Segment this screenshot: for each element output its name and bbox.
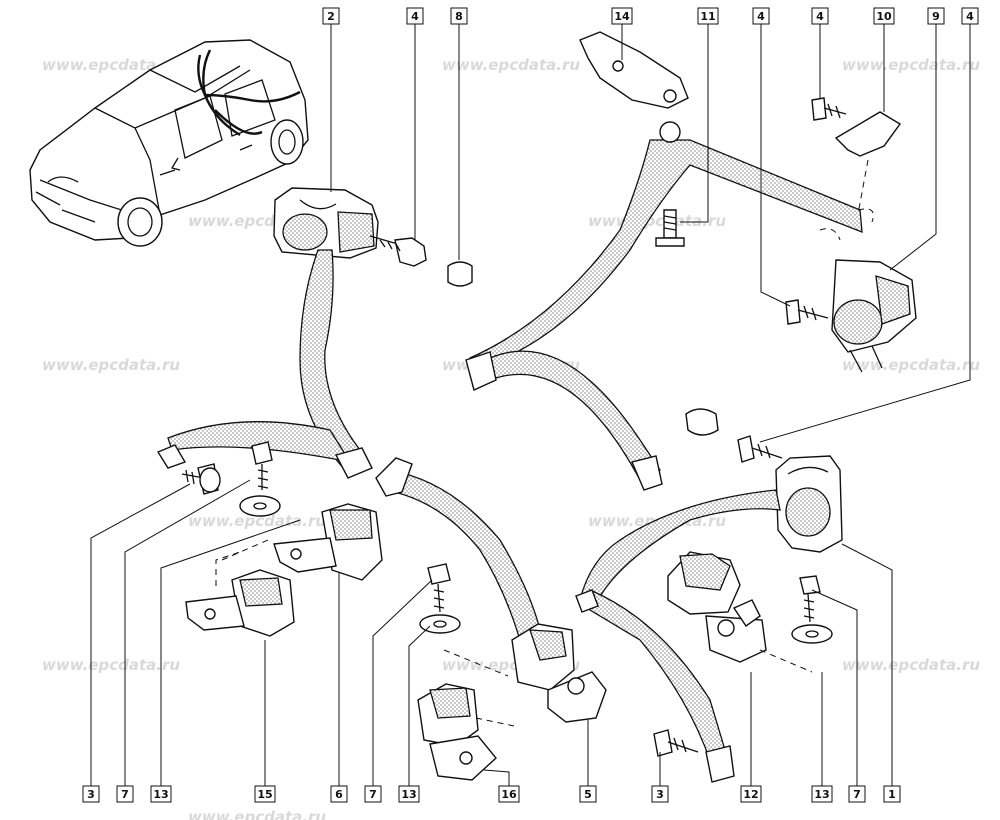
callout-8: 8 xyxy=(450,7,468,25)
buckle-15 xyxy=(185,569,295,637)
svg-text:3: 3 xyxy=(656,788,664,801)
svg-text:4: 4 xyxy=(411,10,419,23)
watermark: www.epcdata.ru xyxy=(42,356,180,374)
callout-3: 3 xyxy=(651,785,669,803)
belt-tongue-rear xyxy=(465,351,497,391)
watermark: www.epcdata.ru xyxy=(842,656,980,674)
callout-12: 12 xyxy=(740,785,762,803)
callouts-top: 2 4 8 14 11 4 4 10 9 4 xyxy=(322,7,979,25)
buckle-6 xyxy=(273,503,383,581)
svg-text:3: 3 xyxy=(87,788,95,801)
svg-text:7: 7 xyxy=(369,788,377,801)
svg-text:13: 13 xyxy=(401,788,416,801)
belt-lap-rear-center xyxy=(481,350,661,481)
svg-text:13: 13 xyxy=(153,788,168,801)
svg-text:6: 6 xyxy=(335,788,343,801)
callout-4: 4 xyxy=(961,7,979,25)
bolt-bottom-right xyxy=(653,729,699,757)
belt-webbing-rear-long xyxy=(469,139,863,376)
svg-text:14: 14 xyxy=(614,10,630,23)
retractor-rear-left xyxy=(775,455,843,553)
svg-text:7: 7 xyxy=(853,788,861,801)
callout-1: 1 xyxy=(883,785,901,803)
cap-plug xyxy=(447,261,473,287)
svg-text:12: 12 xyxy=(743,788,758,801)
svg-text:7: 7 xyxy=(121,788,129,801)
callout-4: 4 xyxy=(406,7,424,25)
bolt-with-washer-right xyxy=(791,575,833,644)
anchor-plate-rear-left xyxy=(705,745,735,783)
svg-text:15: 15 xyxy=(257,788,272,801)
svg-text:1: 1 xyxy=(888,788,896,801)
callout-13: 13 xyxy=(398,785,420,803)
svg-text:9: 9 xyxy=(932,10,940,23)
callout-5: 5 xyxy=(579,785,597,803)
bolt-front-left xyxy=(369,235,427,267)
svg-text:2: 2 xyxy=(327,10,335,23)
svg-text:4: 4 xyxy=(757,10,765,23)
buckle-center xyxy=(511,623,607,723)
retractor-front-left xyxy=(273,187,379,259)
watermark: www.epcdata.ru xyxy=(442,56,580,74)
bolt-3-left xyxy=(181,463,221,495)
svg-text:8: 8 xyxy=(455,10,463,23)
watermark: www.epcdata.ru xyxy=(188,512,326,530)
callout-7: 7 xyxy=(364,785,382,803)
callout-13: 13 xyxy=(811,785,833,803)
svg-text:5: 5 xyxy=(584,788,592,801)
watermark: www.epcdata.ru xyxy=(842,356,980,374)
car-illustration xyxy=(29,39,309,247)
watermark: www.epcdata.ru xyxy=(588,212,726,230)
retractor-rear-right xyxy=(831,259,917,373)
belt-tongue-front-left xyxy=(334,447,373,479)
bolt-with-washer-left xyxy=(239,441,281,517)
callout-9: 9 xyxy=(927,7,945,25)
bolt-11 xyxy=(655,209,685,247)
callout-15: 15 xyxy=(254,785,276,803)
upper-anchor-bracket xyxy=(579,31,689,109)
callout-4: 4 xyxy=(811,7,829,25)
callout-4: 4 xyxy=(752,7,770,25)
callout-10: 10 xyxy=(873,7,895,25)
callout-11: 11 xyxy=(697,7,719,25)
leader-lines xyxy=(90,24,971,786)
callout-3: 3 xyxy=(82,785,100,803)
callout-13: 13 xyxy=(150,785,172,803)
buckle-right xyxy=(667,551,767,663)
callout-7: 7 xyxy=(116,785,134,803)
belt-webbing-center-buckle xyxy=(384,469,541,641)
callout-7: 7 xyxy=(848,785,866,803)
belt-tongue-rear-left xyxy=(575,589,599,613)
svg-text:4: 4 xyxy=(966,10,974,23)
callouts-bottom: 3 7 13 15 6 7 13 16 5 3 12 13 7 1 xyxy=(82,785,901,803)
bolt-with-washer-center xyxy=(419,563,461,634)
svg-text:4: 4 xyxy=(816,10,824,23)
svg-text:10: 10 xyxy=(876,10,892,23)
buckle-16 xyxy=(417,683,497,781)
svg-text:11: 11 xyxy=(700,10,715,23)
bolt-top-right xyxy=(811,97,847,121)
watermark: www.epcdata.ru xyxy=(188,808,326,820)
spacer-ring xyxy=(685,408,719,436)
anchor-plate-front-left xyxy=(156,444,187,469)
svg-text:13: 13 xyxy=(814,788,829,801)
bolt-lower-right xyxy=(737,435,783,463)
callout-14: 14 xyxy=(611,7,633,25)
svg-text:16: 16 xyxy=(501,788,517,801)
callout-2: 2 xyxy=(322,7,340,25)
bolt-mid-right xyxy=(785,299,829,325)
clip-guide xyxy=(834,111,902,157)
callout-6: 6 xyxy=(330,785,348,803)
callout-16: 16 xyxy=(498,785,520,803)
watermark: www.epcdata.ru xyxy=(842,56,980,74)
watermark: www.epcdata.ru xyxy=(42,56,180,74)
belt-tongue-center xyxy=(375,457,413,497)
buckle-tongue-rear xyxy=(631,455,663,491)
watermark: www.epcdata.ru xyxy=(42,656,180,674)
